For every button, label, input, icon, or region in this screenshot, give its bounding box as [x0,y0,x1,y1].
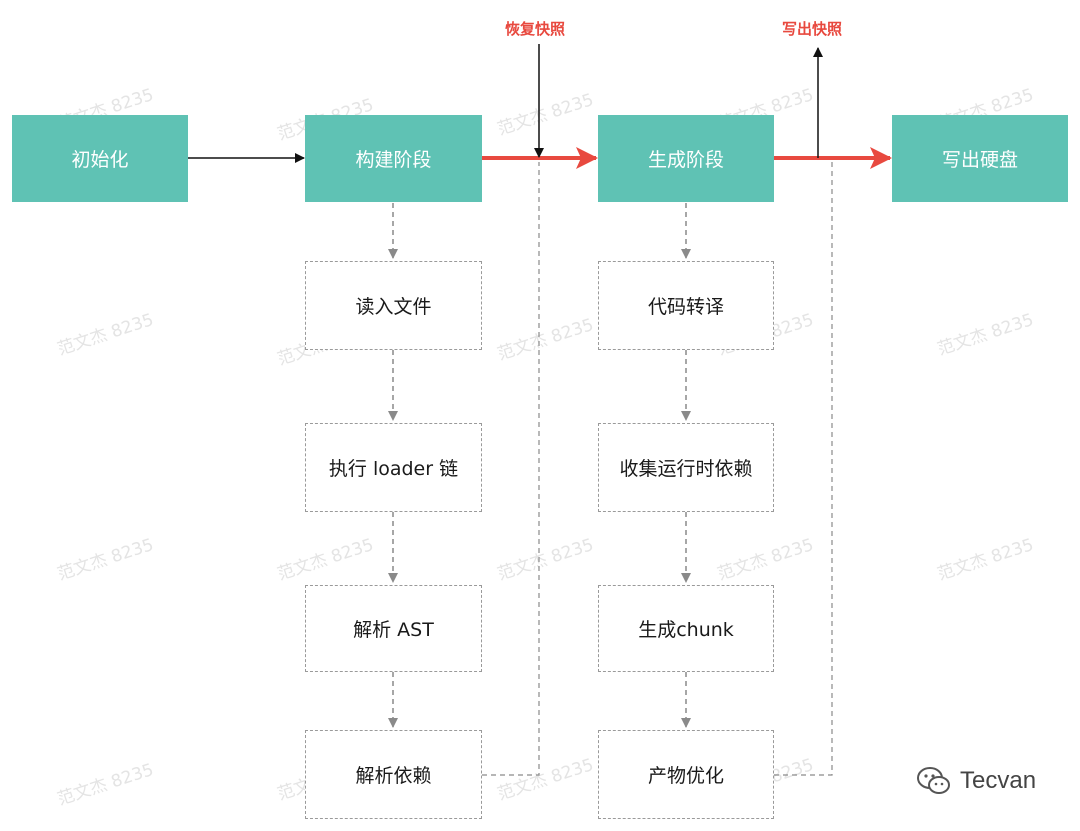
generate-step-optimize: 产物优化 [598,730,774,819]
stage-init: 初始化 [12,115,188,202]
generate-step-chunk: 生成chunk [598,585,774,672]
brand-name: Tecvan [960,767,1037,794]
connector-build-return [482,162,540,776]
build-step-resolve-deps: 解析依赖 [305,730,482,819]
stage-generate: 生成阶段 [598,115,774,202]
connector-generate-return [774,162,833,776]
stage-build: 构建阶段 [305,115,482,202]
label-restore-snapshot: 恢复快照 [505,20,566,38]
stage-write-disk: 写出硬盘 [892,115,1068,202]
build-step-read-files: 读入文件 [305,261,482,350]
build-step-loader-chain: 执行 loader 链 [305,423,482,512]
generate-step-transpile: 代码转译 [598,261,774,350]
build-step-parse-ast: 解析 AST [305,585,482,672]
brand: Tecvan [916,766,1036,796]
generate-step-runtime-deps: 收集运行时依赖 [598,423,774,512]
wechat-icon [917,767,950,794]
label-write-snapshot: 写出快照 [782,20,843,38]
